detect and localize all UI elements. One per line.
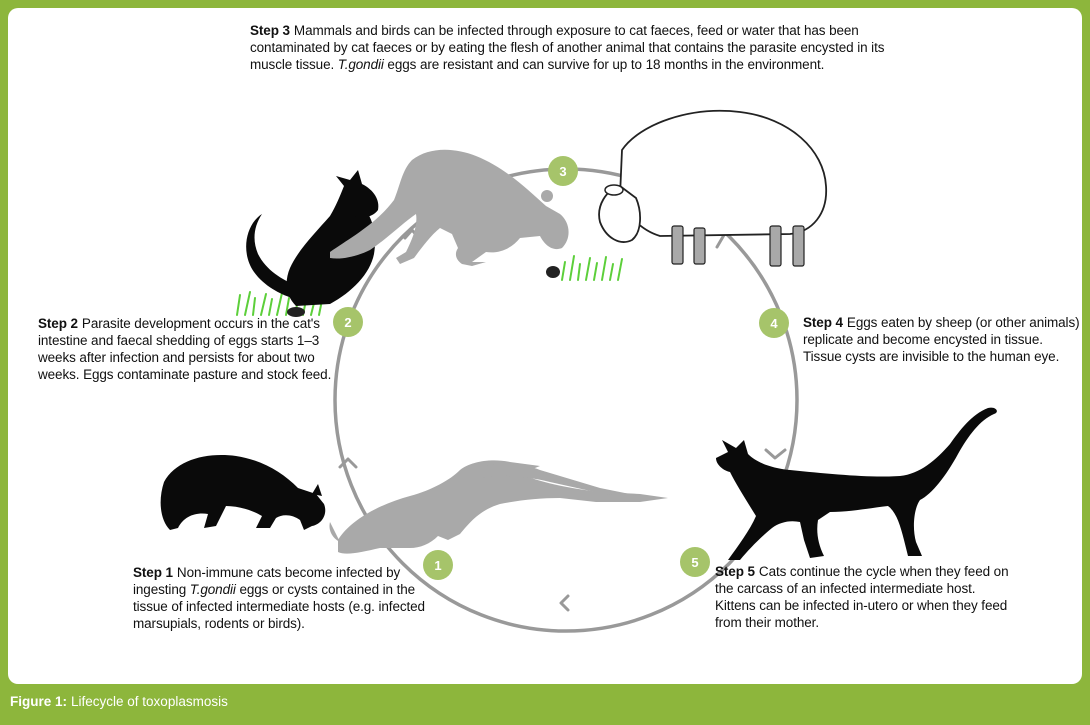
figure-caption: Figure 1: Lifecycle of toxoplasmosis: [10, 692, 228, 712]
step-marker-4: 4: [759, 308, 789, 338]
step-5-label: Step 5: [715, 564, 755, 579]
step-4-text: Eggs eaten by sheep (or other animals) r…: [803, 315, 1080, 364]
arrow-5-to-1-icon: [561, 596, 568, 610]
step-marker-1-number: 1: [434, 558, 441, 573]
step-5-text: Cats continue the cycle when they feed o…: [715, 564, 1008, 630]
step-3-text-part-b: eggs are resistant and can survive for u…: [384, 57, 825, 72]
step-marker-3: 3: [548, 156, 578, 186]
step-4-label: Step 4: [803, 315, 843, 330]
step-marker-3-number: 3: [559, 164, 566, 179]
step-1-species-name: T.gondii: [190, 582, 236, 597]
step-marker-4-number: 4: [770, 316, 778, 331]
cat-walking-icon: [716, 408, 997, 560]
step-2-label: Step 2: [38, 316, 78, 331]
step-1-label: Step 1: [133, 565, 173, 580]
kangaroo-carcass-icon: [329, 460, 668, 553]
step-3-species-name: T.gondii: [338, 57, 384, 72]
figure-caption-text: Lifecycle of toxoplasmosis: [71, 694, 228, 709]
faeces-center-icon: [546, 266, 560, 278]
step-3-label: Step 3: [250, 23, 290, 38]
figure-caption-label: Figure 1:: [10, 694, 67, 709]
arrow-4-to-5-icon: [766, 450, 785, 458]
step-marker-5-number: 5: [691, 555, 698, 570]
cat-eating-icon: [161, 455, 326, 530]
grass-patch-center-icon: [562, 256, 622, 280]
cycle-arrows: [340, 226, 785, 610]
sheep-icon: [599, 111, 826, 266]
step-marker-2-number: 2: [344, 315, 351, 330]
step-2-text: Parasite development occurs in the cat's…: [38, 316, 331, 382]
step-marker-5: 5: [680, 547, 710, 577]
